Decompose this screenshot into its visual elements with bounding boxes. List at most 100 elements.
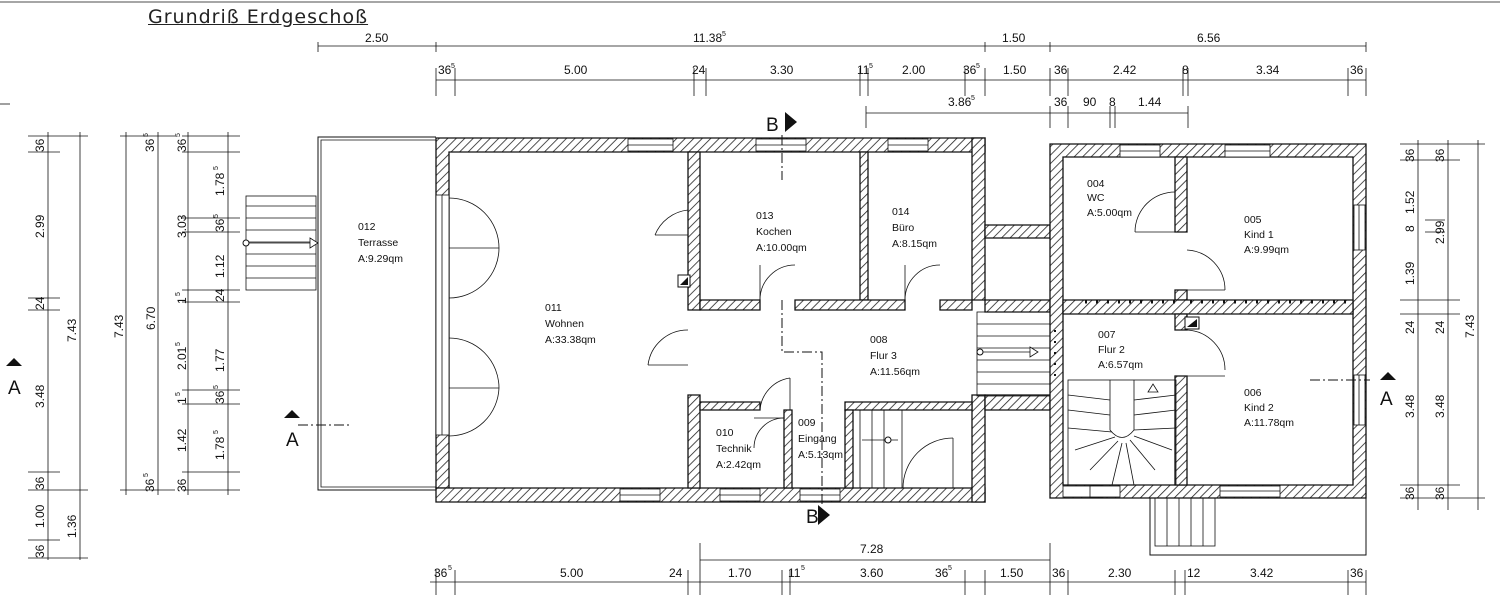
svg-text:6.56: 6.56 bbox=[1197, 31, 1221, 45]
svg-text:3.34: 3.34 bbox=[1256, 63, 1280, 77]
room-name: Kind 2 bbox=[1244, 402, 1274, 414]
svg-text:6.70: 6.70 bbox=[144, 306, 158, 330]
room-label-009: 009 Eingang A:5.13qm bbox=[798, 417, 843, 461]
svg-text:11: 11 bbox=[788, 566, 801, 580]
section-letters: B B A A A bbox=[8, 115, 1393, 528]
svg-text:36: 36 bbox=[434, 566, 448, 580]
svg-text:11.38: 11.38 bbox=[693, 31, 722, 45]
svg-text:36: 36 bbox=[213, 390, 227, 404]
svg-text:24: 24 bbox=[33, 296, 47, 310]
svg-text:7.28: 7.28 bbox=[860, 542, 884, 556]
room-area: A:33.38qm bbox=[545, 334, 596, 346]
svg-text:1.77: 1.77 bbox=[213, 348, 227, 372]
room-name: Terrasse bbox=[358, 237, 398, 249]
dims-right-inner: 36 1.52 8 1.39 24 3.48 36 bbox=[1403, 148, 1417, 500]
svg-text:5: 5 bbox=[213, 214, 220, 218]
svg-text:24: 24 bbox=[213, 288, 227, 302]
svg-text:36: 36 bbox=[935, 566, 949, 580]
dotted-lines bbox=[1054, 300, 1350, 380]
dimension-lines bbox=[28, 42, 1485, 595]
svg-text:1.44: 1.44 bbox=[1138, 95, 1162, 109]
svg-text:3.60: 3.60 bbox=[860, 566, 884, 580]
svg-text:5: 5 bbox=[175, 342, 182, 346]
svg-text:5: 5 bbox=[175, 392, 182, 396]
room-number: 014 bbox=[892, 206, 910, 218]
room-area: A:10.00qm bbox=[756, 242, 807, 254]
svg-text:3.42: 3.42 bbox=[1250, 566, 1274, 580]
section-axes bbox=[298, 135, 1370, 505]
room-area: A:5.00qm bbox=[1087, 207, 1132, 219]
room-name: Technik bbox=[716, 443, 752, 455]
svg-text:5: 5 bbox=[213, 430, 220, 434]
svg-text:36: 36 bbox=[1054, 63, 1068, 77]
room-label-012: 012 Terrasse A:9.29qm bbox=[358, 221, 403, 265]
svg-text:24: 24 bbox=[669, 566, 683, 580]
svg-text:2.99: 2.99 bbox=[33, 214, 47, 238]
svg-text:12: 12 bbox=[1187, 566, 1201, 580]
svg-text:5: 5 bbox=[722, 31, 726, 38]
svg-text:3.86: 3.86 bbox=[948, 95, 972, 109]
stairs-flur3 bbox=[859, 311, 1051, 489]
svg-text:36: 36 bbox=[1403, 148, 1417, 162]
room-area: A:11.78qm bbox=[1244, 417, 1294, 429]
svg-text:5: 5 bbox=[143, 473, 150, 477]
svg-text:36: 36 bbox=[1054, 95, 1068, 109]
svg-text:7.43: 7.43 bbox=[65, 318, 79, 342]
svg-text:5: 5 bbox=[801, 565, 805, 572]
walls-connector bbox=[984, 224, 1051, 411]
wohnen-glazing bbox=[435, 194, 500, 437]
svg-text:1.70: 1.70 bbox=[728, 566, 752, 580]
svg-text:36: 36 bbox=[213, 218, 227, 232]
svg-text:5: 5 bbox=[213, 166, 220, 170]
room-label-008: 008 Flur 3 A:11.56qm bbox=[870, 334, 920, 378]
room-area: A:11.56qm bbox=[870, 366, 920, 378]
svg-text:7.43: 7.43 bbox=[1463, 314, 1477, 338]
svg-text:2.30: 2.30 bbox=[1108, 566, 1132, 580]
shafts bbox=[677, 274, 1200, 330]
svg-text:36: 36 bbox=[1403, 486, 1417, 500]
room-number: 012 bbox=[358, 221, 376, 233]
svg-text:1.12: 1.12 bbox=[213, 254, 227, 278]
svg-text:2.42: 2.42 bbox=[1113, 63, 1137, 77]
svg-text:5: 5 bbox=[213, 385, 220, 389]
svg-text:24: 24 bbox=[1433, 320, 1447, 334]
dims-top-row2: 36 5 5.00 24 3.30 11 5 2.00 36 5 1.50 36… bbox=[438, 63, 1364, 77]
svg-text:3.30: 3.30 bbox=[770, 63, 794, 77]
plan-title: Grundriß Erdgeschoß bbox=[148, 6, 369, 28]
svg-text:36: 36 bbox=[1350, 566, 1364, 580]
svg-text:36: 36 bbox=[33, 476, 47, 490]
svg-text:1: 1 bbox=[175, 397, 189, 404]
svg-text:5: 5 bbox=[971, 95, 975, 102]
section-a-left: A bbox=[8, 378, 21, 399]
dims-bottom-row2: 36 5 5.00 24 1.70 11 5 3.60 36 5 1.50 36… bbox=[434, 565, 1364, 580]
svg-text:36: 36 bbox=[175, 478, 189, 492]
room-label-006: 006 Kind 2 A:11.78qm bbox=[1244, 387, 1294, 429]
windows bbox=[619, 138, 1366, 502]
svg-text:36: 36 bbox=[1350, 63, 1364, 77]
room-label-014: 014 Büro A:8.15qm bbox=[892, 206, 937, 250]
svg-text:1.39: 1.39 bbox=[1403, 261, 1417, 285]
dims-right-outer: 7.43 bbox=[1463, 314, 1477, 338]
room-number: 008 bbox=[870, 334, 888, 346]
svg-text:36: 36 bbox=[1433, 486, 1447, 500]
room-label-013: 013 Kochen A:10.00qm bbox=[756, 210, 807, 254]
section-b-bottom: B bbox=[806, 507, 819, 528]
svg-text:5: 5 bbox=[869, 63, 873, 70]
svg-text:3.48: 3.48 bbox=[1433, 394, 1447, 418]
svg-text:1.50: 1.50 bbox=[1000, 566, 1024, 580]
dims-left-outer: 36 2.99 24 7.43 3.48 36 1.00 1.36 36 bbox=[33, 138, 79, 558]
svg-text:3.48: 3.48 bbox=[1403, 394, 1417, 418]
svg-text:36: 36 bbox=[175, 138, 189, 152]
svg-text:1.50: 1.50 bbox=[1003, 63, 1027, 77]
svg-text:11: 11 bbox=[857, 63, 870, 77]
room-label-005: 005 Kind 1 A:9.99qm bbox=[1244, 214, 1289, 256]
svg-text:3.48: 3.48 bbox=[33, 384, 47, 408]
room-name: WC bbox=[1087, 192, 1105, 204]
svg-text:5: 5 bbox=[448, 565, 452, 572]
stairs-flur2 bbox=[1067, 379, 1367, 556]
svg-text:24: 24 bbox=[1403, 320, 1417, 334]
svg-text:36: 36 bbox=[1052, 566, 1066, 580]
svg-text:5: 5 bbox=[976, 63, 980, 70]
svg-text:24: 24 bbox=[692, 63, 706, 77]
section-markers bbox=[6, 112, 1396, 525]
